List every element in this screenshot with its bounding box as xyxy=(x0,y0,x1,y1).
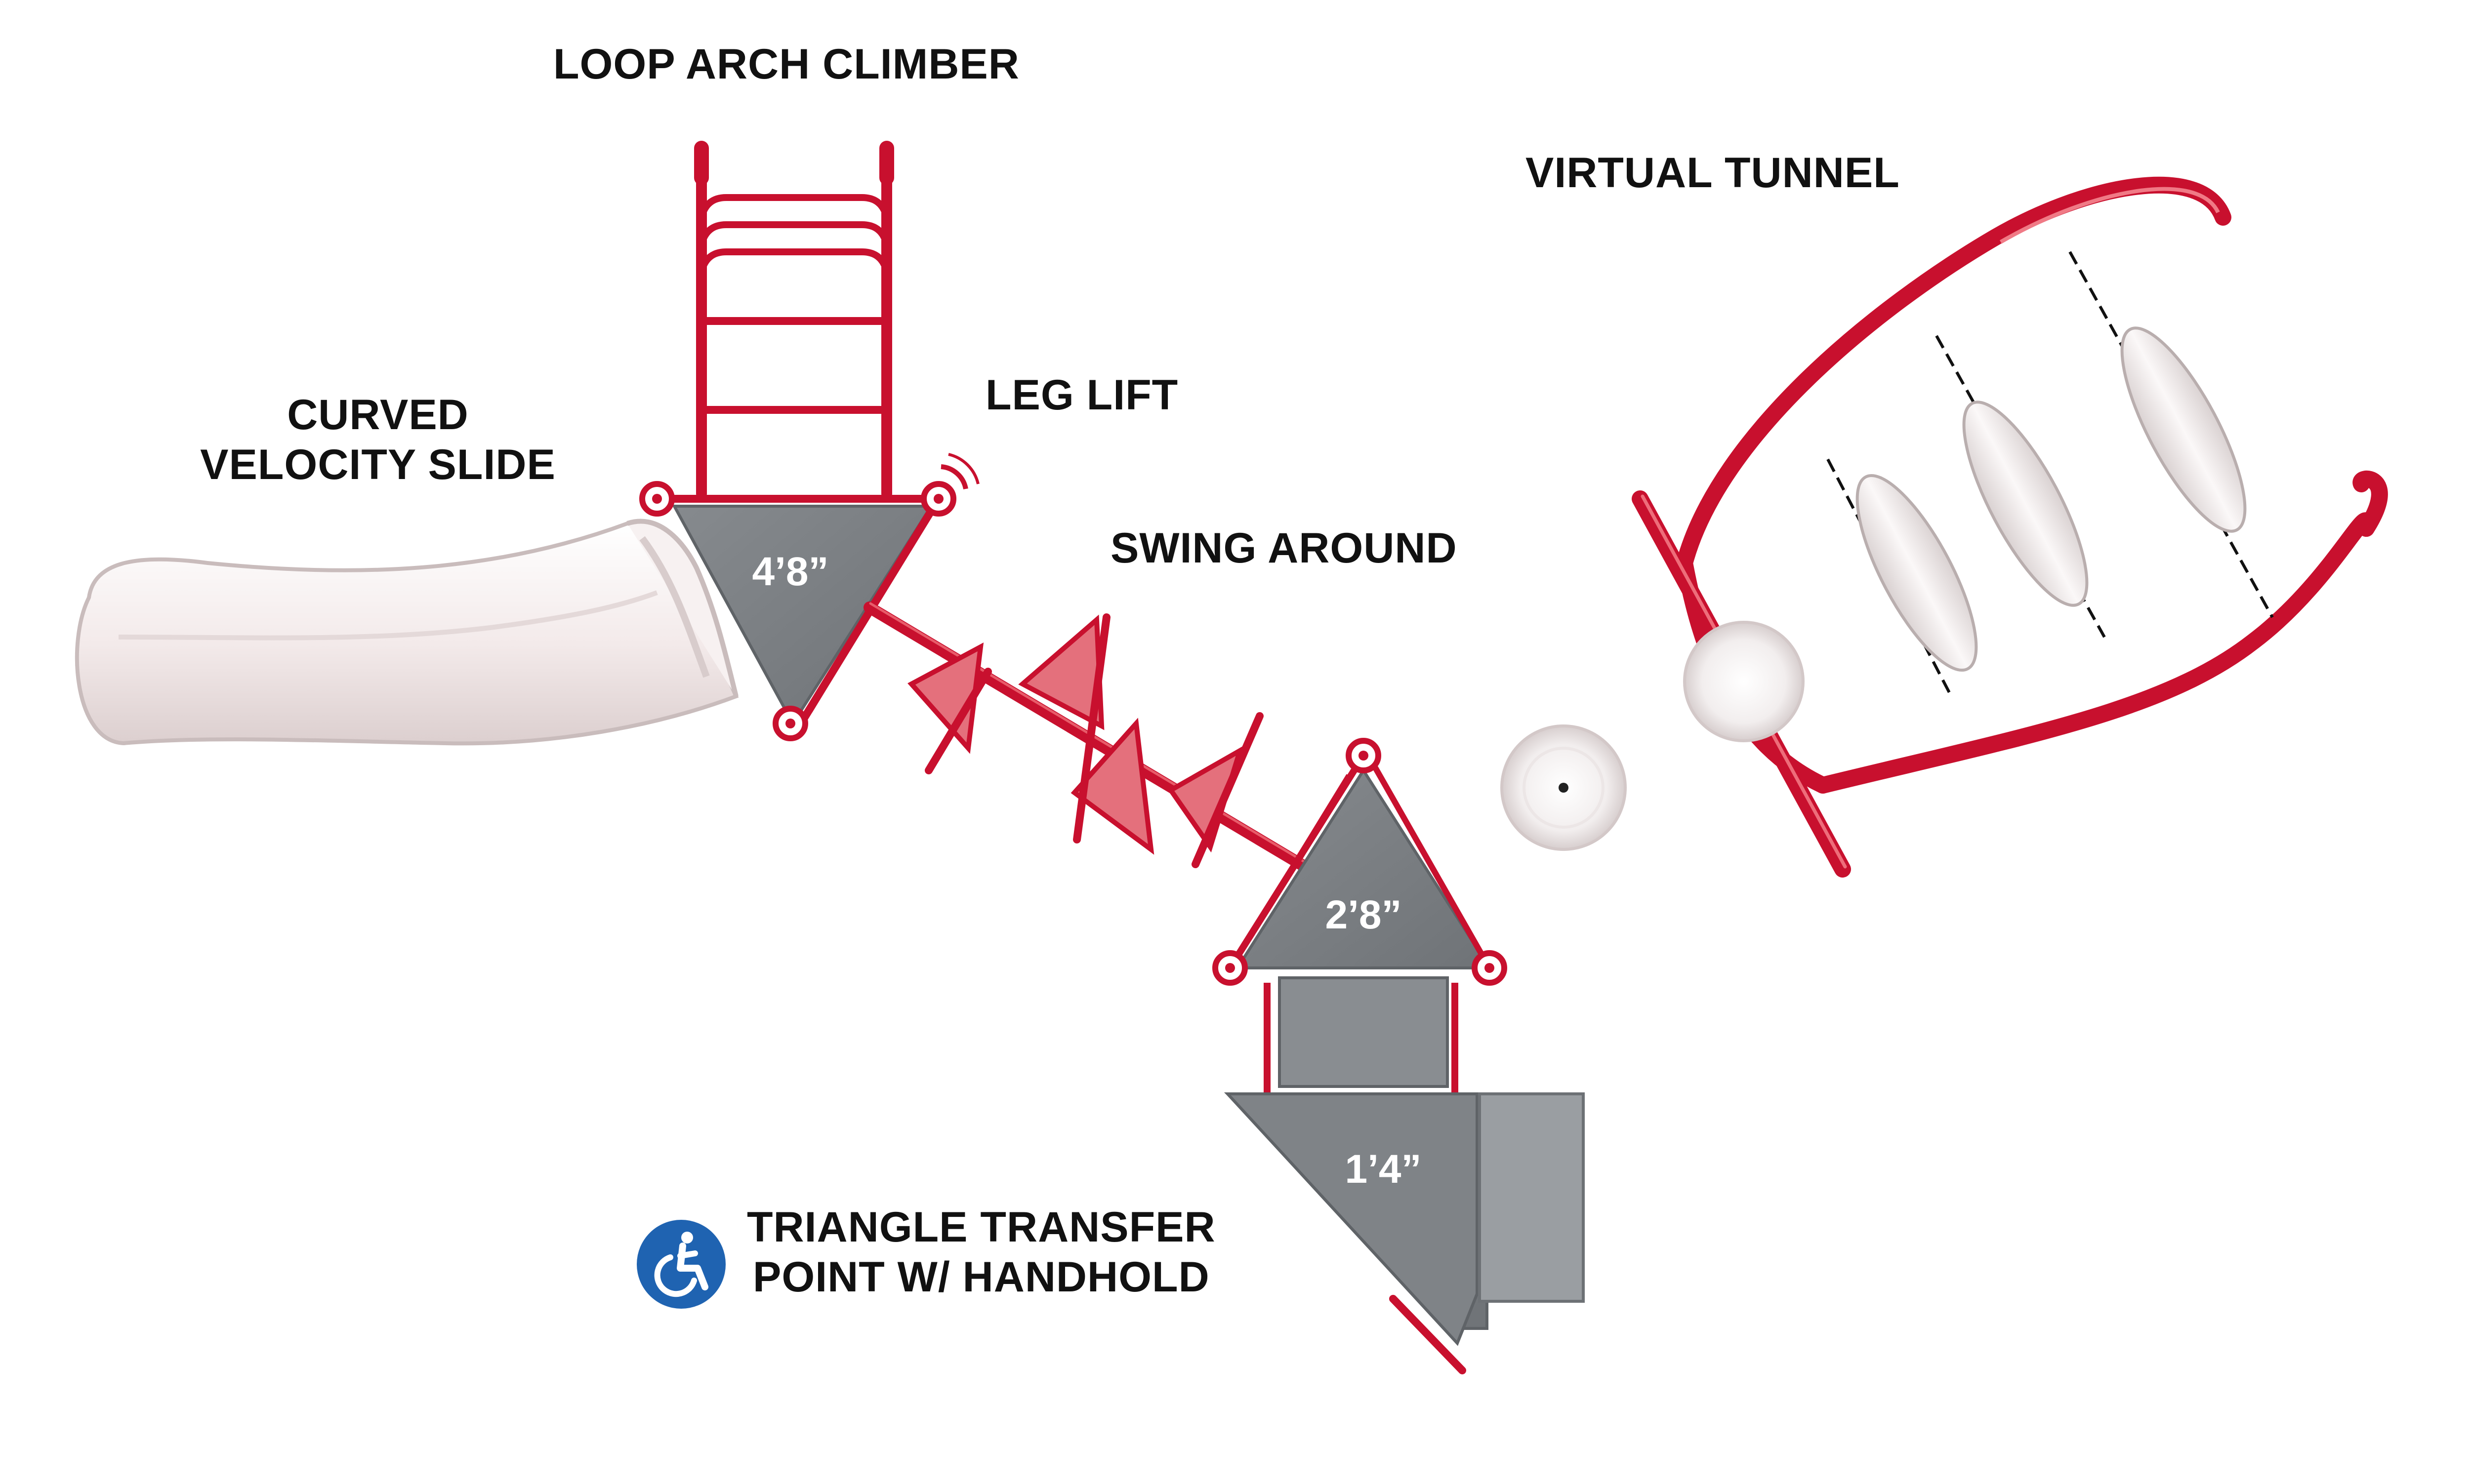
label-loop-arch-climber: LOOP ARCH CLIMBER xyxy=(553,40,1020,89)
label-triangle-transfer: TRIANGLE TRANSFER POINT W/ HANDHOLD xyxy=(747,1203,1216,1303)
post-cap xyxy=(1212,950,1248,986)
middle-deck: 2’8” xyxy=(1212,738,1507,986)
transfer-deck: 1’4” xyxy=(1224,1092,1585,1374)
deck-height-middle: 2’8” xyxy=(1325,892,1402,937)
swing-pad xyxy=(1070,718,1154,855)
virtual-tunnel-text: VIRTUAL TUNNEL xyxy=(1525,149,1900,197)
deck-height-lower: 1’4” xyxy=(1345,1147,1422,1192)
step-disc xyxy=(1500,724,1627,851)
post-cap xyxy=(639,481,675,517)
tunnel-disc xyxy=(1683,621,1805,742)
tunnel-capsule xyxy=(1855,474,1978,672)
leg-lift-text: LEG LIFT xyxy=(986,371,1179,419)
upper-deck: 4’8” xyxy=(639,453,980,741)
loop-arch-climber-text: LOOP ARCH CLIMBER xyxy=(553,40,1020,88)
label-swing-around: SWING AROUND xyxy=(1111,523,1457,573)
post-cap xyxy=(1346,738,1381,773)
wheelchair-accessible-icon xyxy=(637,1220,726,1309)
deck-height-upper: 4’8” xyxy=(752,549,829,594)
label-virtual-tunnel: VIRTUAL TUNNEL xyxy=(1525,148,1900,198)
triangle-transfer-line-1: TRIANGLE TRANSFER xyxy=(747,1203,1216,1251)
curved-velocity-slide-line-2: VELOCITY SLIDE xyxy=(200,441,556,489)
triangle-transfer-line-2: POINT W/ HANDHOLD xyxy=(752,1253,1210,1301)
swing-around xyxy=(864,602,1315,875)
post-cap xyxy=(773,706,808,741)
swing-around-text: SWING AROUND xyxy=(1111,524,1457,572)
label-leg-lift: LEG LIFT xyxy=(986,370,1178,420)
post-cap xyxy=(1472,950,1507,986)
virtual-tunnel xyxy=(1632,176,2388,878)
post-cap xyxy=(921,481,956,517)
curved-velocity-slide-line-1: CURVED xyxy=(287,391,469,439)
step-platform xyxy=(1264,976,1458,1101)
loop-arch-climber xyxy=(694,141,894,499)
tunnel-capsule xyxy=(1962,401,2089,607)
label-curved-velocity-slide: CURVED VELOCITY SLIDE xyxy=(193,390,563,490)
curved-velocity-slide xyxy=(75,519,739,746)
tunnel-capsule xyxy=(2120,326,2247,533)
